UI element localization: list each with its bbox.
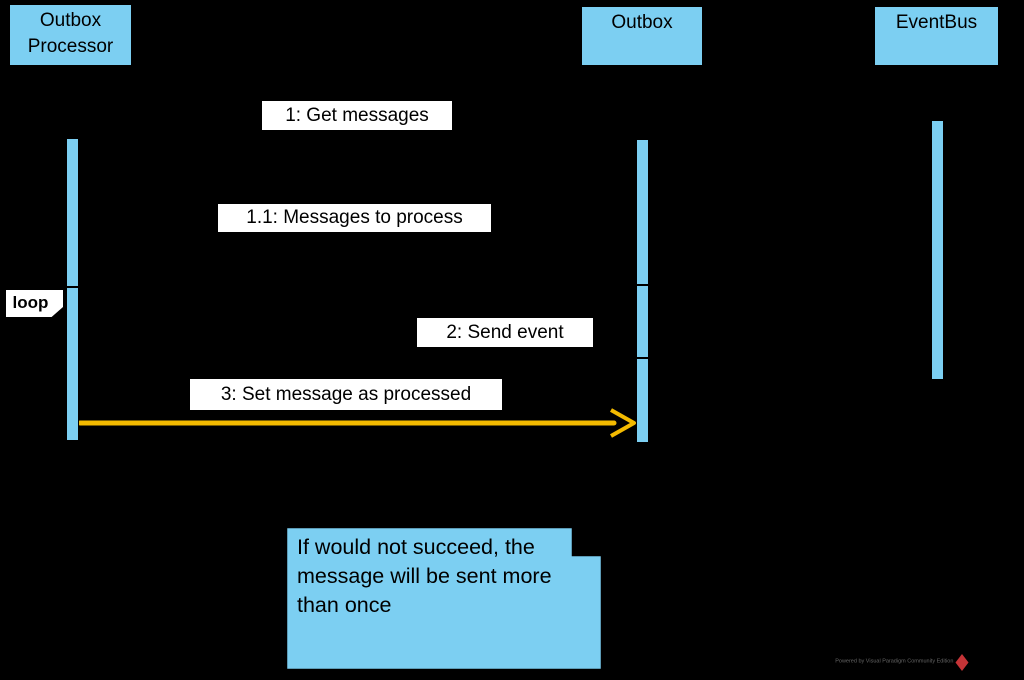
message-3-arrow bbox=[77, 408, 636, 438]
activation-bar-outbox-processor-1 bbox=[66, 138, 79, 287]
activation-bar-outbox-processor-2 bbox=[66, 287, 79, 441]
message-label-1: 1: Get messages bbox=[262, 101, 452, 130]
message-label-1-1: 1.1: Messages to process bbox=[218, 204, 491, 232]
watermark-text: Powered by Visual Paradigm Community Edi… bbox=[834, 658, 953, 664]
activation-bar-outbox-3 bbox=[636, 358, 649, 443]
message-label-3: 3: Set message as processed bbox=[190, 379, 502, 410]
participant-outbox-processor: Outbox Processor bbox=[8, 3, 133, 67]
open-arrowhead-icon bbox=[610, 408, 636, 438]
note-shape bbox=[284, 525, 604, 672]
participant-label: Outbox Processor bbox=[27, 10, 114, 57]
participant-label: Outbox bbox=[611, 12, 673, 33]
visual-paradigm-logo-icon bbox=[955, 654, 969, 671]
participant-eventbus: EventBus bbox=[873, 5, 1000, 67]
activation-bar-outbox-1 bbox=[636, 139, 649, 285]
note-text: If would not succeed, the message will b… bbox=[297, 535, 552, 617]
participant-outbox: Outbox bbox=[580, 5, 704, 67]
participant-label: EventBus bbox=[895, 12, 978, 33]
message-label-2: 2: Send event bbox=[417, 318, 593, 347]
activation-bar-eventbus bbox=[931, 120, 944, 380]
loop-fragment-operator: loop bbox=[6, 290, 63, 317]
activation-bar-outbox-2 bbox=[636, 285, 649, 358]
